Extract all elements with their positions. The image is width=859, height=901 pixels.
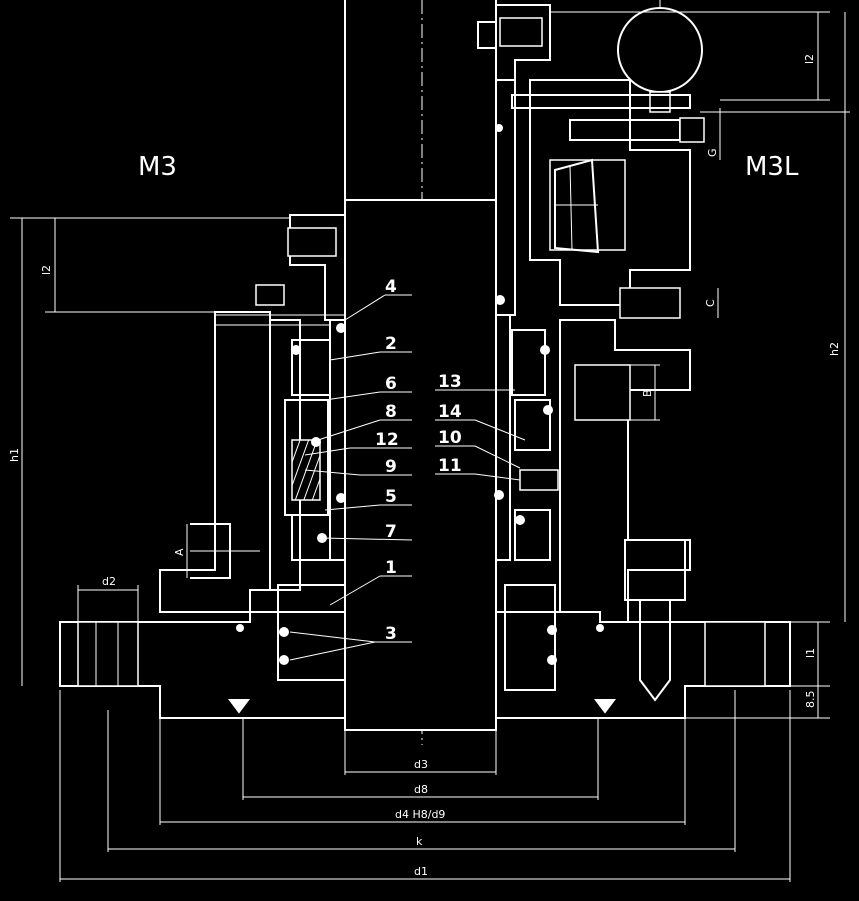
dim-d1: d1 xyxy=(414,865,428,878)
leader-lines xyxy=(289,294,526,661)
dim-k: k xyxy=(416,835,423,848)
o-ring xyxy=(311,437,321,447)
spring-right xyxy=(514,509,551,561)
clamp-collar-right xyxy=(495,4,551,81)
part-number-8: 8 xyxy=(385,402,397,422)
screw-c xyxy=(619,287,681,319)
o-ring xyxy=(540,345,550,355)
sleeve-right xyxy=(495,79,516,316)
gasket-left xyxy=(228,699,250,714)
drive-pin-left xyxy=(255,284,285,306)
dim-gap: 8.5 xyxy=(804,691,817,709)
bearing-roller xyxy=(554,158,600,254)
o-ring xyxy=(515,515,525,525)
o-ring xyxy=(494,490,504,500)
part-number-3: 3 xyxy=(385,624,397,644)
drain-plug-tip xyxy=(639,599,671,702)
part-number-12: 12 xyxy=(375,430,399,450)
dim-d8: d8 xyxy=(414,783,428,796)
o-ring xyxy=(596,624,604,632)
dim-d4: d4 H8/d9 xyxy=(395,808,445,821)
part-number-9: 9 xyxy=(385,457,397,477)
pusher-left xyxy=(291,514,331,561)
rotating-face-right xyxy=(511,329,546,396)
part-number-6: 6 xyxy=(385,374,397,394)
dim-d3: d3 xyxy=(414,758,428,771)
gland-housing-left xyxy=(159,311,271,613)
dim-g: G xyxy=(706,148,719,157)
dim-h1: h1 xyxy=(8,448,21,462)
sleeve-left xyxy=(329,319,346,561)
rotating-face-left xyxy=(291,339,331,396)
o-ring xyxy=(547,655,557,665)
part-number-7: 7 xyxy=(385,522,397,542)
port-b xyxy=(574,364,631,421)
dim-l2-right: l2 xyxy=(803,54,816,64)
drain-plug xyxy=(624,539,686,601)
o-ring xyxy=(291,345,301,355)
variant-label-left: M3 xyxy=(138,152,177,182)
part-number-14: 14 xyxy=(438,402,462,422)
o-ring xyxy=(336,323,346,333)
stationary-face-left xyxy=(277,584,346,681)
stationary-face-right xyxy=(504,584,556,691)
lifting-eye xyxy=(617,7,703,93)
sleeve-lower-right xyxy=(495,314,511,561)
grease-nipple xyxy=(569,119,681,141)
variant-label-right: M3L xyxy=(745,152,799,182)
o-ring xyxy=(495,295,505,305)
part-number-10: 10 xyxy=(438,428,462,448)
screw-head-right xyxy=(477,21,497,49)
o-ring xyxy=(279,627,289,637)
dim-l1: l1 xyxy=(804,648,817,658)
dim-b: B xyxy=(641,389,654,397)
part-number-5: 5 xyxy=(385,487,397,507)
gasket-right xyxy=(594,699,616,714)
part-number-11: 11 xyxy=(438,456,462,476)
o-ring xyxy=(495,124,503,132)
flange-bolt-hole-left xyxy=(77,621,139,687)
pusher-right xyxy=(514,399,551,451)
clamp-collar-left xyxy=(289,214,346,321)
o-ring xyxy=(279,655,289,665)
grease-fitting xyxy=(679,117,705,143)
drive-pin-right xyxy=(519,469,559,491)
bearing-housing xyxy=(529,79,691,306)
gland-inner-left xyxy=(269,319,301,591)
dim-d2: d2 xyxy=(102,575,116,588)
dimension-lines xyxy=(10,11,850,882)
part-number-4: 4 xyxy=(385,277,397,297)
shaft xyxy=(344,199,497,731)
dim-h2: h2 xyxy=(828,342,841,356)
o-ring xyxy=(336,493,346,503)
o-ring xyxy=(547,625,557,635)
flange-bolt-hole-right xyxy=(704,621,766,687)
set-screw-left xyxy=(287,227,337,257)
top-plate-right xyxy=(511,94,691,109)
part-number-1: 1 xyxy=(385,558,397,578)
dim-l2-left: l2 xyxy=(40,265,53,275)
gland-housing-right xyxy=(559,319,691,623)
o-ring xyxy=(236,624,244,632)
part-number-2: 2 xyxy=(385,334,397,354)
set-screw-right xyxy=(499,17,543,47)
dim-a: A xyxy=(173,548,186,556)
part-number-13: 13 xyxy=(438,372,462,392)
o-ring xyxy=(543,405,553,415)
dim-c: C xyxy=(704,299,717,307)
